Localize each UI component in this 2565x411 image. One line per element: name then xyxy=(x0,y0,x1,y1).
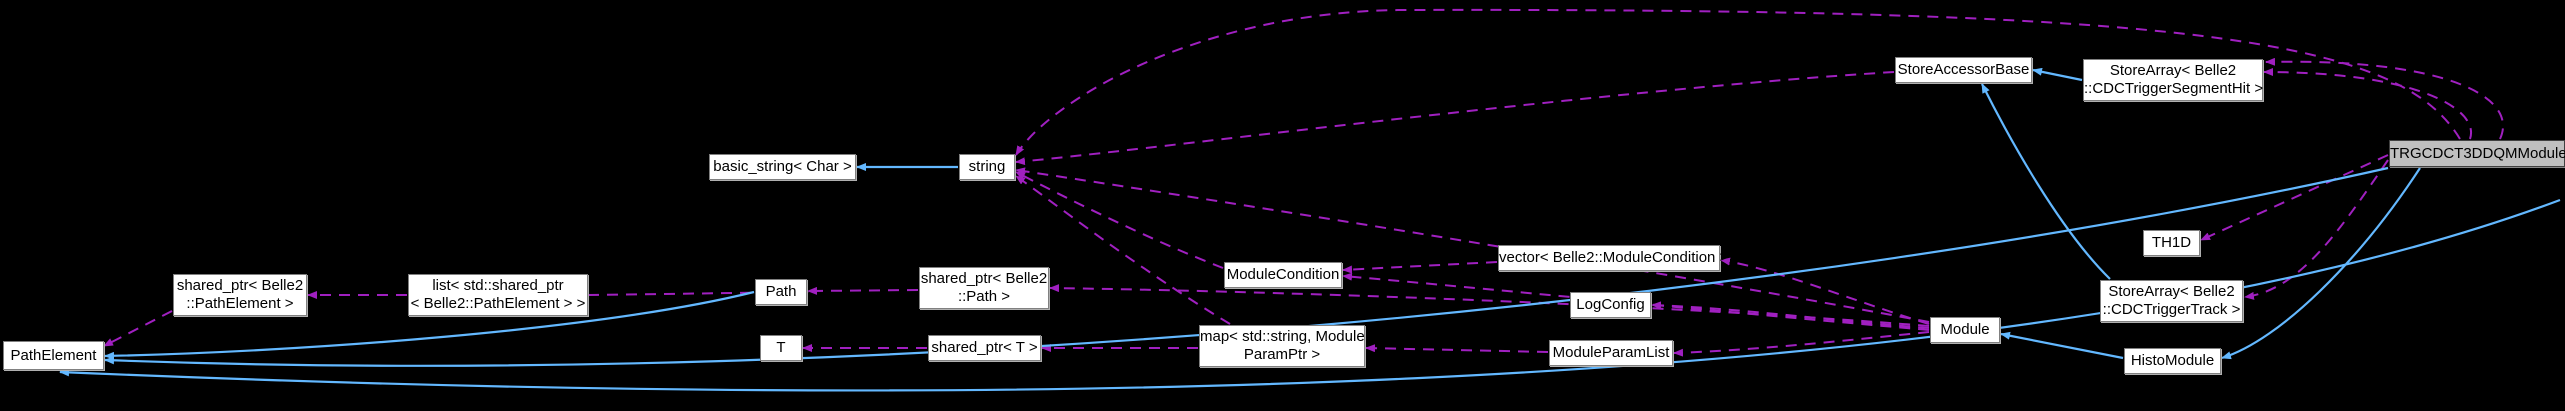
class-node-vector_modulecond[interactable]: vector< Belle2::ModuleCondition > xyxy=(1498,245,1728,271)
class-node-th1d[interactable]: TH1D xyxy=(2143,230,2200,256)
edge-shared_ptr_pe-to-pathelement xyxy=(103,310,173,347)
class-node-map_string_param[interactable]: map< std::string, Module ParamPtr > xyxy=(1199,325,1365,367)
class-node-label: PathElement xyxy=(10,346,97,364)
class-node-shared_ptr_path[interactable]: shared_ptr< Belle2 ::Path > xyxy=(919,267,1049,309)
class-node-logconfig[interactable]: LogConfig xyxy=(1570,292,1651,318)
class-node-path[interactable]: Path xyxy=(755,279,807,305)
class-node-label: list< std::shared_ptr < Belle2::PathElem… xyxy=(410,277,586,312)
class-node-label: shared_ptr< Belle2 ::PathElement > xyxy=(176,277,304,312)
edge-modulecondition-to-string xyxy=(1015,171,1224,269)
class-node-storearray_tsh[interactable]: StoreArray< Belle2 ::CDCTriggerSegmentHi… xyxy=(2083,59,2263,101)
edge-module-to-shared_ptr_path xyxy=(1049,284,1930,327)
class-node-modulecondition[interactable]: ModuleCondition xyxy=(1224,262,1342,288)
class-node-label: HistoModule xyxy=(2130,352,2215,370)
class-node-label: string xyxy=(968,158,1006,176)
edge-vector_modulecond-to-modulecondition xyxy=(1342,261,1498,274)
edge-module-to-moduleparamlist xyxy=(1673,331,1930,357)
class-node-label: vector< Belle2::ModuleCondition > xyxy=(1499,249,1729,267)
class-node-label: shared_ptr< Belle2 ::Path > xyxy=(920,270,1048,305)
class-node-label: T xyxy=(776,339,786,357)
class-node-trgcdct3ddqmmodule[interactable]: TRGCDCT3DDQMModule xyxy=(2389,140,2565,167)
class-node-shared_ptr_t[interactable]: shared_ptr< T > xyxy=(928,335,1041,361)
class-node-storearray_track[interactable]: StoreArray< Belle2 ::CDCTriggerTrack > xyxy=(2100,280,2243,322)
class-node-string[interactable]: string xyxy=(959,154,1015,180)
edge-module-to-logconfig xyxy=(1651,301,1930,329)
class-node-histomodule[interactable]: HistoModule xyxy=(2124,348,2221,374)
class-node-label: Module xyxy=(1940,321,1990,339)
edge-module-to-string xyxy=(1015,167,1930,323)
edge-histomodule-to-module xyxy=(2000,331,2124,360)
class-node-list_shared_ptr_pe[interactable]: list< std::shared_ptr < Belle2::PathElem… xyxy=(408,274,588,316)
class-node-label: Path xyxy=(765,283,797,301)
edge-moduleparamlist-to-map_string_param xyxy=(1365,344,1549,353)
class-node-label: basic_string< Char > xyxy=(713,158,852,176)
edge-trgcdct3ddqmmodule-to-th1d xyxy=(2200,154,2389,241)
edge-trgcdct3ddqmmodule-to-storearray_tsh xyxy=(2263,68,2473,140)
class-node-label: TH1D xyxy=(2151,234,2192,252)
class-node-label: map< std::string, Module ParamPtr > xyxy=(1200,328,1365,363)
class-node-label: StoreArray< Belle2 ::CDCTriggerTrack > xyxy=(2102,283,2241,318)
class-node-label: StoreArray< Belle2 ::CDCTriggerSegmentHi… xyxy=(2084,62,2264,97)
class-node-module[interactable]: Module xyxy=(1930,317,2000,343)
class-node-pathelement[interactable]: PathElement xyxy=(3,341,104,370)
edge-trgcdct3ddqmmodule-to-storearray_tsh xyxy=(2265,57,2504,140)
class-node-label: StoreAccessorBase xyxy=(1897,61,2030,79)
class-node-label: TRGCDCT3DDQMModule xyxy=(2390,144,2565,162)
edge-shared_ptr_path-to-path xyxy=(807,286,919,295)
edge-module-to-vector_modulecond xyxy=(1720,257,1930,325)
class-node-storeaccessorbase[interactable]: StoreAccessorBase xyxy=(1895,57,2032,83)
class-node-label: shared_ptr< T > xyxy=(931,339,1038,357)
edge-storearray_track-to-storeaccessorbase xyxy=(1981,83,2111,280)
edge-trgcdct3ddqmmodule-to-histomodule xyxy=(2221,167,2421,360)
edge-trgcdct3ddqmmodule-to-storearray_track xyxy=(2244,159,2389,300)
class-node-t_param[interactable]: T xyxy=(760,335,802,361)
class-node-shared_ptr_pe[interactable]: shared_ptr< Belle2 ::PathElement > xyxy=(173,274,307,316)
edge-storeaccessorbase-to-string xyxy=(1015,71,1895,166)
class-node-basic_string_char[interactable]: basic_string< Char > xyxy=(709,154,856,180)
edge-storearray_tsh-to-storeaccessorbase xyxy=(2032,67,2083,82)
class-node-label: LogConfig xyxy=(1576,296,1645,314)
class-node-moduleparamlist[interactable]: ModuleParamList xyxy=(1549,340,1673,366)
class-node-label: ModuleParamList xyxy=(1552,344,1670,362)
class-node-label: ModuleCondition xyxy=(1226,266,1340,284)
